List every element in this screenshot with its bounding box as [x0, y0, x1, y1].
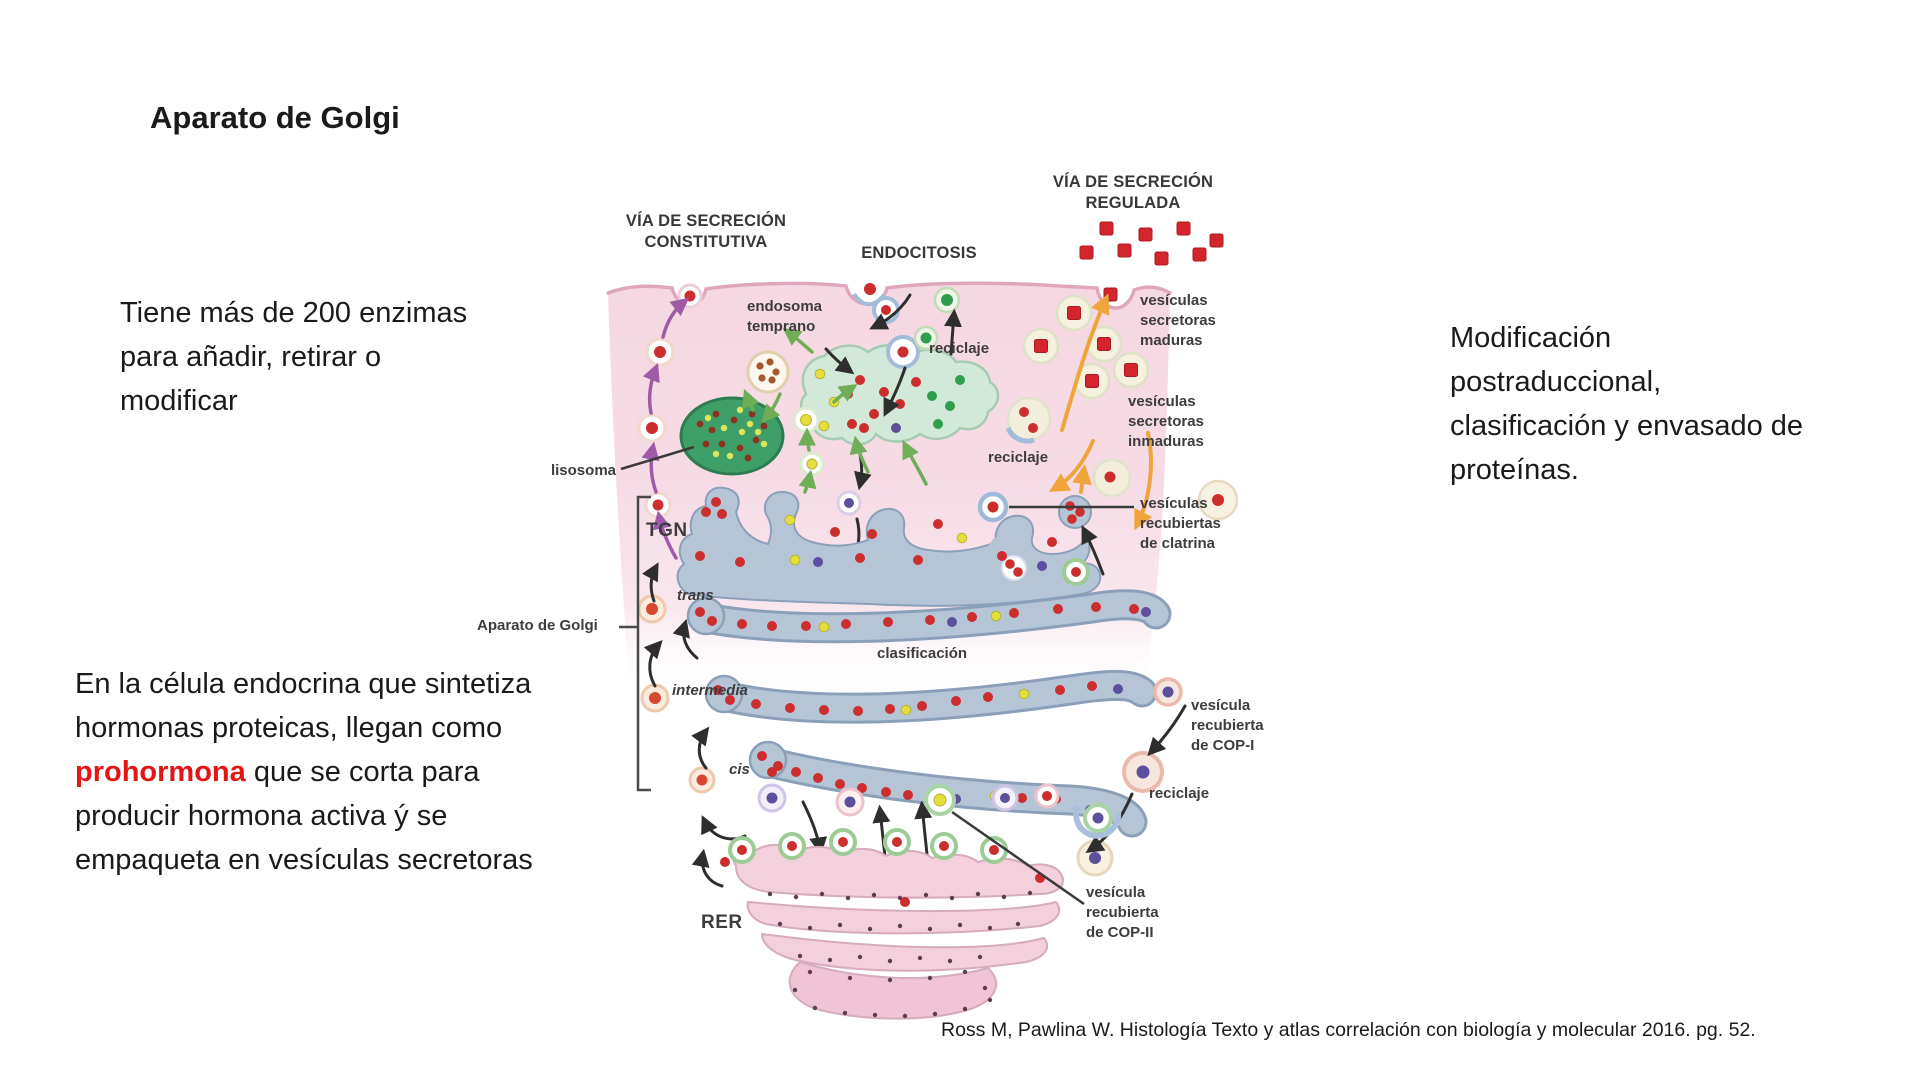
cop2-buds — [728, 828, 1008, 864]
label-via-constitutiva: VÍA DE SECRECIÓN CONSTITUTIVA — [625, 212, 787, 252]
lysosome — [679, 396, 785, 476]
immature-secretory-vesicles — [1005, 396, 1239, 521]
label-clasificacion: clasificación — [877, 645, 968, 662]
er-golgi-intermediate-vesicles — [757, 783, 1122, 839]
note-enzymes: Tiene más de 200 enzimas para añadir, re… — [120, 297, 468, 418]
clathrin-bud-arrow — [1081, 525, 1105, 576]
mature-secretory-vesicles — [1022, 294, 1150, 400]
label-aparato-de-golgi: Aparato de Golgi — [477, 617, 598, 634]
recycling-green-vesicles — [913, 286, 961, 351]
label-via-regulada: VÍA DE SECRECIÓN REGULADA — [1052, 173, 1214, 213]
secreted-granules — [1079, 221, 1224, 302]
tgn-network — [676, 486, 1102, 607]
label-reciclaje-top: reciclaje — [929, 340, 990, 357]
golgi-left-transport-vesicles — [637, 594, 716, 794]
label-reciclaje-bottom: reciclaje — [1149, 785, 1210, 802]
note-prohormone: En la célula endocrina que sintetiza hor… — [75, 662, 595, 882]
cop1-vesicles — [1076, 677, 1183, 877]
prohormone-highlight: prohormona — [75, 756, 246, 789]
cell-trafficking-illustration — [606, 221, 1239, 1020]
label-rer: RER — [701, 912, 743, 933]
rer — [720, 828, 1064, 1020]
label-tgn: TGN — [646, 520, 688, 541]
label-cis: cis — [729, 761, 750, 778]
label-endocitosis: ENDOCITOSIS — [861, 244, 977, 262]
ribosome-dots — [767, 890, 1033, 1019]
label-trans: trans — [677, 587, 714, 604]
upper-black-arrows — [824, 293, 963, 567]
green-coated-vesicle-mid-dot — [1071, 567, 1081, 577]
orange-arrows — [1048, 293, 1153, 531]
label-intermedia: intermedia — [672, 682, 748, 699]
label-vesiculas-maduras: vesículas secretoras maduras — [1140, 292, 1216, 350]
green-arrows — [742, 327, 928, 494]
label-vesiculas-inmaduras: vesículas secretoras inmaduras — [1128, 393, 1204, 451]
note-modification: Modificación postraduccional, clasificac… — [1450, 322, 1804, 487]
label-vesiculas-clatrina: vesículas recubiertas de clatrina — [1140, 495, 1221, 553]
citation: Ross M, Pawlina W. Histología Texto y at… — [941, 1019, 1756, 1041]
label-lisosoma: lisosoma — [550, 462, 616, 479]
lysosome-pointer-line — [620, 445, 695, 471]
page-title: Aparato de Golgi — [150, 100, 400, 135]
label-vesicula-cop1: vesícula recubierta de COP-I — [1191, 697, 1264, 755]
sorting-vesicle-purple-dot — [844, 498, 854, 508]
label-vesicula-cop2: vesícula recubierta de COP-II — [1086, 884, 1159, 942]
multivesicular-body — [746, 350, 790, 394]
note-prohormone-part2: que se corta para producir hormona activ… — [75, 756, 533, 877]
clathrin-vesicle-cargo — [987, 501, 999, 513]
note-prohormone-part1: En la célula endocrina que sintetiza hor… — [75, 668, 532, 745]
label-reciclaje-mid: reciclaje — [988, 449, 1049, 466]
label-endosoma-temprano: endosoma temprano — [747, 298, 823, 336]
cop2-pointer-line — [951, 810, 1085, 906]
cisternal-maturation-arrows — [642, 562, 747, 888]
constitutive-arrows — [641, 297, 690, 560]
golgi-bracket — [636, 495, 651, 792]
